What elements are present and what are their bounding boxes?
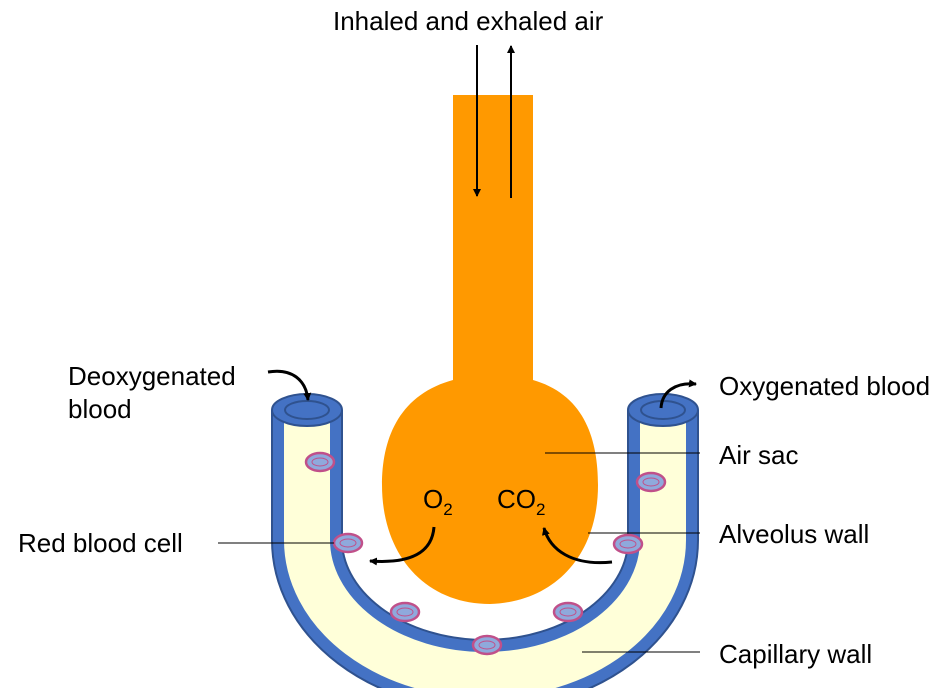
air-sac-label: Air sac	[719, 440, 798, 470]
red-blood-cell-icon	[391, 603, 419, 621]
alveolus	[382, 95, 598, 604]
red-blood-cell-icon	[473, 636, 501, 654]
oxygen-subscript: 2	[443, 500, 452, 519]
red-blood-cell-icon	[637, 473, 665, 491]
carbon-dioxide-symbol: CO	[497, 484, 536, 514]
red-blood-cell-icon	[554, 603, 582, 621]
red-blood-cell-label: Red blood cell	[18, 528, 183, 558]
capillary-lumen-left	[285, 401, 329, 419]
deoxygenated-label-line2: blood	[68, 394, 132, 424]
red-blood-cell-icon	[614, 535, 642, 553]
red-blood-cell-icon	[334, 534, 362, 552]
deoxygenated-label-line1: Deoxygenated	[68, 361, 236, 391]
red-blood-cell-icon	[306, 453, 334, 471]
air-sac	[382, 95, 598, 604]
oxygen-symbol: O	[423, 484, 443, 514]
oxygenated-label: Oxygenated blood	[719, 371, 930, 401]
alveolus-wall-label: Alveolus wall	[719, 519, 869, 549]
air-flow-label: Inhaled and exhaled air	[333, 6, 604, 36]
capillary-wall-label: Capillary wall	[719, 639, 872, 669]
carbon-dioxide-subscript: 2	[536, 500, 545, 519]
